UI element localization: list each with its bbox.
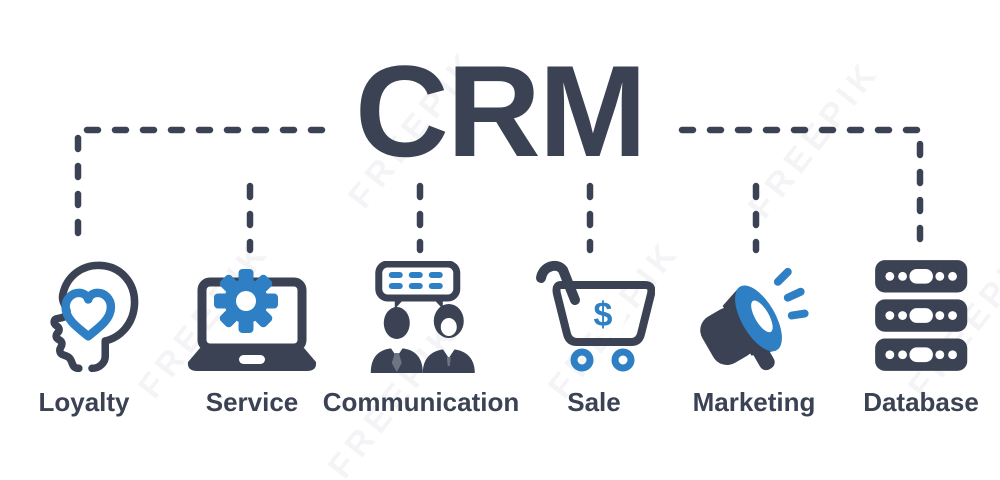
megaphone-body bbox=[700, 285, 783, 371]
label-sale: Sale bbox=[567, 387, 621, 417]
server-row bbox=[874, 299, 968, 332]
connector-right-bracket bbox=[678, 126, 924, 254]
dollar-sign: $ bbox=[594, 296, 613, 334]
bubble-text-dashes bbox=[388, 272, 443, 289]
bubble-tail-right bbox=[430, 296, 443, 309]
service-icon-box bbox=[186, 256, 318, 374]
cart-dollar-icon: $ bbox=[536, 260, 655, 372]
item-sale: $ Sale bbox=[533, 256, 655, 418]
item-marketing: Marketing bbox=[692, 256, 816, 418]
label-database: Database bbox=[863, 387, 979, 417]
gear-icon bbox=[214, 269, 278, 333]
loyalty-icon-box bbox=[29, 256, 139, 374]
sound-dashes-icon bbox=[774, 267, 810, 320]
laptop-gear-icon bbox=[187, 269, 317, 371]
server-row bbox=[874, 260, 968, 293]
cart-body bbox=[552, 281, 655, 346]
server-row bbox=[874, 338, 968, 371]
item-communication: Communication bbox=[323, 256, 519, 418]
man-figure bbox=[370, 307, 423, 373]
cart-wheel-right bbox=[611, 348, 635, 372]
dollar-circle bbox=[580, 291, 626, 337]
speech-bubble bbox=[375, 261, 461, 302]
connector-left-bracket bbox=[74, 126, 326, 254]
head-heart-icon bbox=[50, 261, 139, 373]
laptop-notch bbox=[239, 355, 265, 364]
marketing-icon-box bbox=[697, 256, 811, 374]
item-service: Service bbox=[186, 256, 318, 418]
item-database: Database bbox=[863, 256, 979, 418]
cart-wheel-left bbox=[570, 348, 594, 372]
cart-handle bbox=[536, 260, 580, 305]
label-service: Service bbox=[205, 387, 299, 417]
speech-people-icon bbox=[370, 261, 475, 373]
page-title: CRM bbox=[354, 38, 647, 184]
communication-icon-box bbox=[361, 256, 481, 374]
megaphone-icon bbox=[700, 267, 810, 371]
gear-hole bbox=[236, 291, 256, 311]
heart-icon bbox=[61, 288, 116, 341]
label-marketing: Marketing bbox=[692, 387, 816, 417]
database-icon-box bbox=[872, 256, 970, 374]
label-communication: Communication bbox=[322, 387, 520, 417]
server-stack-icon bbox=[874, 260, 968, 371]
item-loyalty: Loyalty bbox=[29, 256, 139, 418]
bubble-tail-left bbox=[394, 296, 407, 309]
sale-icon-box: $ bbox=[533, 256, 655, 374]
woman-figure bbox=[422, 304, 475, 373]
label-loyalty: Loyalty bbox=[38, 387, 130, 417]
